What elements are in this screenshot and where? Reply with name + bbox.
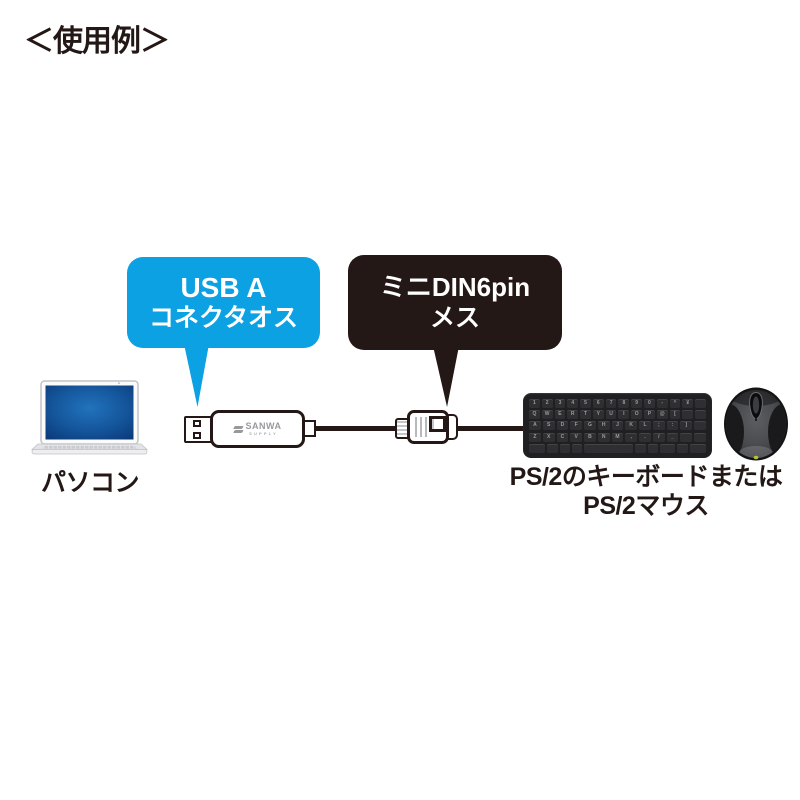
page-title: ＜使用例＞ — [24, 25, 170, 58]
din-ridges — [415, 417, 429, 437]
usb-plug-hole — [193, 432, 201, 439]
callout-usb-line1: USB A — [180, 271, 267, 303]
callout-din-line2: メス — [429, 303, 480, 332]
mouse-icon — [724, 387, 788, 461]
usb-a-plug-icon — [184, 416, 213, 443]
callout-mini-din: ミニDIN6pin メス — [348, 255, 562, 350]
callout-din-pointer — [433, 346, 459, 407]
laptop-label: パソコン — [40, 469, 140, 497]
sanwa-s-mark-icon — [232, 425, 244, 433]
adapter-body: SANWA SUPPLY — [210, 410, 305, 448]
brand-name: SANWA — [245, 420, 282, 431]
peripherals-label: PS/2のキーボードまたは PS/2マウス — [488, 463, 800, 521]
cable-segment-left — [312, 426, 398, 431]
peripherals-label-line1: PS/2のキーボードまたは — [509, 463, 783, 491]
sanwa-brand-logo: SANWA SUPPLY — [232, 420, 282, 437]
peripherals-label-line2: PS/2マウス — [583, 492, 709, 520]
din-socket-hole — [429, 416, 446, 432]
cable-segment-right — [455, 426, 525, 431]
callout-usb-a: USB A コネクタオス — [127, 257, 320, 348]
callout-din-line1: ミニDIN6pin — [379, 271, 531, 302]
laptop-icon — [31, 380, 149, 455]
brand-subname: SUPPLY — [249, 431, 278, 437]
mini-din-connector-icon — [407, 410, 449, 444]
callout-usb-pointer — [184, 344, 209, 407]
callout-usb-line2: コネクタオス — [148, 303, 298, 332]
usb-plug-hole — [193, 420, 201, 427]
